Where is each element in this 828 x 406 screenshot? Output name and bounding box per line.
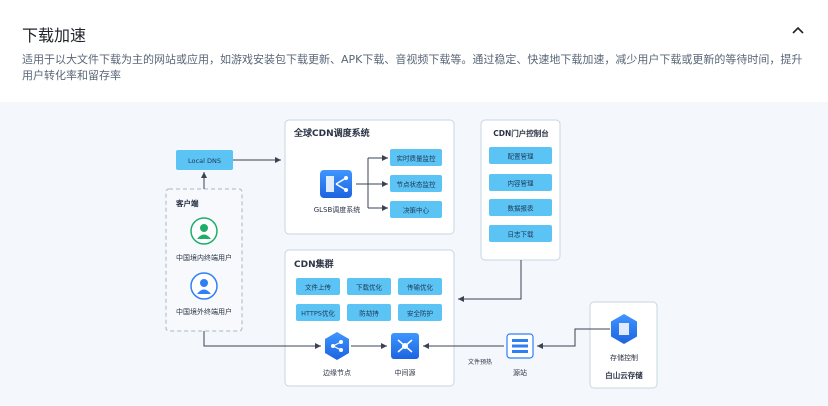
cdn-cluster-box: CDN集群 文件上传 下载优化 传输优化 HTTPS优化 防劫持 安全防护 边缘… xyxy=(284,249,455,387)
transfer-opt-chip xyxy=(398,278,442,295)
decision-center-label: 决策中心 xyxy=(403,206,430,215)
download-opt-label: 下载优化 xyxy=(356,283,383,292)
transfer-opt-label: 传输优化 xyxy=(407,283,434,292)
mid-source-label: 中间源 xyxy=(395,368,416,377)
https-opt-label: HTTPS优化 xyxy=(301,309,335,318)
https-opt-chip xyxy=(296,304,340,321)
node-status-label: 节点状态监控 xyxy=(397,180,437,189)
local-dns-label: Local DNS xyxy=(188,157,221,165)
client-title: 客户端 xyxy=(175,198,199,208)
local-dns-box: Local DNS xyxy=(176,150,233,170)
storage-title: 白山云存储 xyxy=(605,370,643,380)
file-prefetch-label: 文件预热 xyxy=(468,358,492,366)
edge-node-label: 边缘节点 xyxy=(323,368,351,377)
domestic-user-icon xyxy=(190,217,218,245)
cdn-cluster-title: CDN集群 xyxy=(294,258,334,270)
file-upload-chip xyxy=(296,278,340,295)
config-chip xyxy=(489,147,552,164)
node-status-chip xyxy=(390,175,442,192)
report-chip xyxy=(489,199,552,216)
realtime-quality-label: 实时质量监控 xyxy=(397,154,437,163)
report-label: 数据报表 xyxy=(508,204,535,213)
storage-control-icon xyxy=(611,314,637,344)
global-cdn-title: 全球CDN调度系统 xyxy=(293,127,370,139)
client-box: 客户端 中国境内终端用户 中国境外终端用户 xyxy=(165,188,243,332)
origin-node: 源站 xyxy=(506,333,534,377)
origin-label: 源站 xyxy=(513,368,527,377)
download-opt-chip xyxy=(347,278,391,295)
config-label: 配置管理 xyxy=(508,152,535,161)
realtime-quality-chip xyxy=(390,149,442,166)
content-chip xyxy=(489,174,552,191)
storage-control-label: 存储控制 xyxy=(610,353,638,362)
glsb-label: GLSB调度系统 xyxy=(314,205,361,214)
section-header: 下载加速 适用于以大文件下载为主的网站或应用，如游戏安装包下载更新、APK下载、… xyxy=(0,0,828,102)
storage-box: 存储控制 白山云存储 xyxy=(589,301,658,389)
anti-hijack-chip xyxy=(347,304,391,321)
section-description: 适用于以大文件下载为主的网站或应用，如游戏安装包下载更新、APK下载、音视频下载… xyxy=(22,53,803,82)
section-title: 下载加速 xyxy=(22,26,87,45)
connectors xyxy=(201,157,610,349)
architecture-diagram: Local DNS 客户端 中国境内终端用户 中国境外终端用户 全球CDN调度系… xyxy=(0,102,828,406)
chevron-up-icon[interactable] xyxy=(790,22,806,38)
content-label: 内容管理 xyxy=(508,179,535,188)
domestic-user-label: 中国境内终端用户 xyxy=(176,253,232,262)
file-upload-label: 文件上传 xyxy=(305,283,332,292)
global-cdn-box: 全球CDN调度系统 GLSB调度系统 实时质量监控 节点状态监控 决策中心 xyxy=(284,119,455,235)
overseas-user-label: 中国境外终端用户 xyxy=(176,307,232,316)
security-label: 安全防护 xyxy=(407,309,433,318)
overseas-user-icon xyxy=(190,272,218,300)
log-download-chip xyxy=(489,225,552,242)
decision-center-chip xyxy=(390,201,442,218)
mid-source-icon xyxy=(391,333,419,359)
anti-hijack-label: 防劫持 xyxy=(359,309,379,318)
log-download-label: 日志下载 xyxy=(508,230,535,239)
glsb-icon xyxy=(320,170,352,198)
cdn-portal-title: CDN门户控制台 xyxy=(493,128,549,138)
cdn-portal-box: CDN门户控制台 配置管理 内容管理 数据报表 日志下载 xyxy=(480,119,561,261)
edge-node-icon xyxy=(325,332,349,360)
security-chip xyxy=(398,304,442,321)
